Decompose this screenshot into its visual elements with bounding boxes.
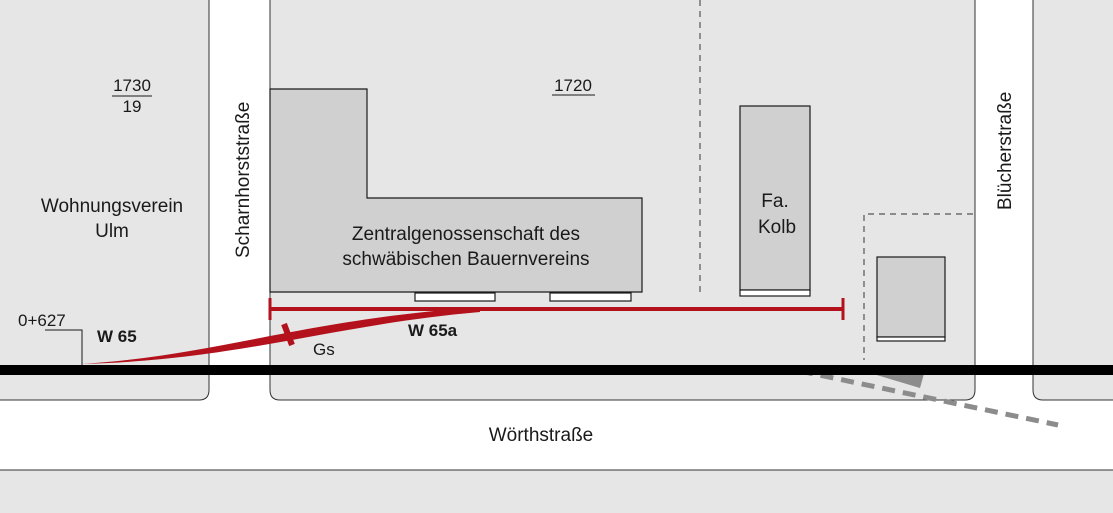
block-right	[1033, 0, 1113, 400]
parcel-middle: 1720	[554, 76, 592, 95]
building-kolb	[739, 105, 811, 291]
former-track-dashes	[799, 368, 1059, 428]
ramp-1	[414, 292, 496, 302]
building-corner	[876, 256, 946, 338]
owner-kolb-line2: Kolb	[758, 217, 796, 238]
siding-curve	[82, 307, 480, 364]
street-bluecher: Blücherstraße	[995, 92, 1016, 210]
ramp-kolb	[739, 289, 811, 297]
chainage-leader	[45, 329, 83, 365]
block-bottom	[0, 470, 1113, 513]
switch-w65-label: W 65	[97, 327, 137, 346]
boundary-corner-lot	[863, 213, 973, 360]
street-labels: Scharnhorststraße Blücherstraße Wörthstr…	[233, 92, 1016, 446]
owner-main-line1: Zentralgenossenschaft des	[352, 224, 580, 245]
owner-left-line2: Ulm	[95, 221, 129, 242]
loading-ramps	[414, 289, 946, 342]
block-outlines	[0, 0, 1113, 471]
street-woerth: Wörthstraße	[489, 425, 594, 446]
owner-main-line2: schwäbischen Bauernvereins	[342, 249, 589, 270]
building-zentralgenossenschaft	[269, 88, 643, 293]
parcel-left-numerator: 1730	[113, 76, 151, 95]
outline-right-block	[1032, 0, 1113, 401]
property-boundaries	[699, 0, 973, 360]
street-scharnhorst: Scharnhorststraße	[233, 102, 254, 258]
siding-w65a	[82, 298, 845, 364]
parcel-labels: 1730 19 1720	[112, 76, 595, 116]
ramp-2	[549, 292, 632, 302]
owner-kolb-line1: Fa.	[761, 191, 788, 212]
owner-labels: Wohnungsverein Ulm Zentralgenossenschaft…	[41, 191, 796, 270]
parcel-left-denominator: 19	[123, 97, 142, 116]
owner-left-line1: Wohnungsverein	[41, 196, 183, 217]
track-labels: 0+627 W 65 W 65a Gs	[18, 311, 458, 359]
ramp-corner	[876, 336, 946, 342]
buildings	[269, 88, 946, 338]
gs-label: Gs	[313, 340, 335, 359]
outline-left-block	[0, 0, 210, 401]
chainage-label: 0+627	[18, 311, 66, 330]
switch-w65a-label: W 65a	[408, 321, 458, 340]
outline-middle-block	[269, 0, 976, 401]
block-left	[0, 0, 209, 400]
gs-barrier	[281, 322, 295, 347]
